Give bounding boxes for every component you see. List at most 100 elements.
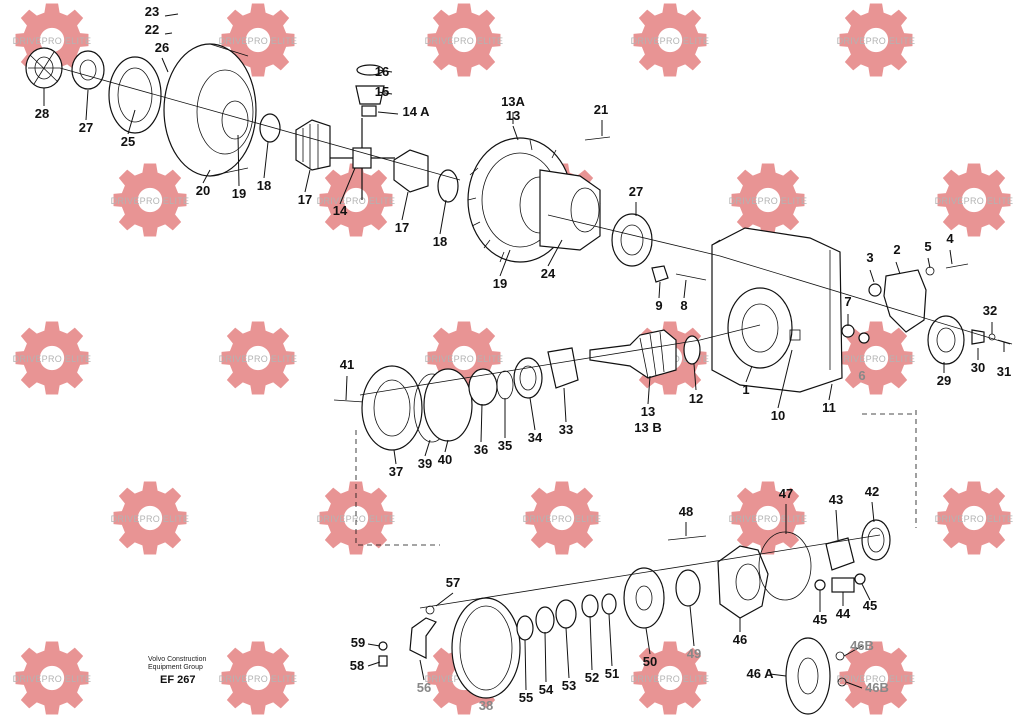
- watermark-text: DRIVEPRO ELITE: [837, 36, 916, 46]
- callout-label: 42: [865, 484, 879, 499]
- callout-label: 51: [605, 666, 619, 681]
- callout-label: 14: [333, 203, 348, 218]
- leader-line: [828, 383, 833, 401]
- leader-line: [439, 199, 447, 235]
- callout-label: 30: [971, 360, 985, 375]
- part-55-to-51-washers: [516, 593, 617, 641]
- leader-line: [845, 681, 863, 689]
- leader-line: [444, 439, 449, 453]
- watermark-text: DRIVEPRO ELITE: [111, 514, 190, 524]
- leader-line: [345, 375, 348, 401]
- part-46-cover: [717, 545, 769, 619]
- credit-text: Volvo Construction Equipment Group: [148, 656, 206, 672]
- callout-label: 45: [863, 598, 877, 613]
- watermark-text: DRIVEPRO ELITE: [219, 354, 298, 364]
- part-41-bolt: [333, 399, 365, 403]
- part-47-o-ring: [758, 531, 812, 601]
- callout-label: 27: [629, 184, 643, 199]
- watermark-text: DRIVEPRO ELITE: [111, 196, 190, 206]
- leader-line: [777, 349, 793, 409]
- callout-label: 11: [822, 400, 836, 415]
- leader-line: [927, 257, 931, 269]
- callout-label: 20: [196, 183, 210, 198]
- callout-label: 58: [350, 658, 364, 673]
- leader-line: [202, 169, 211, 184]
- leader-line: [377, 111, 399, 115]
- callout-label: 26: [155, 40, 169, 55]
- callout-label: 29: [937, 373, 951, 388]
- callout-label: 22: [145, 22, 159, 37]
- credit-line-1: Volvo Construction: [148, 656, 207, 663]
- leader-line: [565, 627, 570, 679]
- leader-line: [367, 643, 381, 647]
- callout-label: 16: [375, 64, 389, 79]
- callout-label: 34: [528, 430, 543, 445]
- drawing-number: EF 267: [160, 674, 196, 686]
- leader-line: [161, 57, 169, 73]
- callout-label: 31: [997, 364, 1011, 379]
- callout-label: 23: [145, 4, 159, 19]
- callout-label: 46B: [850, 638, 874, 653]
- callout-label: 1: [742, 382, 749, 397]
- part-13-pinion-shaft: [589, 329, 677, 379]
- leader-line: [164, 32, 173, 35]
- leader-line: [647, 375, 651, 405]
- callout-label: 55: [519, 690, 533, 705]
- watermark-text: DRIVEPRO ELITE: [317, 196, 396, 206]
- leader-line: [512, 125, 519, 141]
- part-56-57-59-58-pipe: [378, 605, 437, 667]
- watermark-text: DRIVEPRO ELITE: [729, 514, 808, 524]
- callout-label: 14 A: [403, 104, 431, 119]
- callout-label: 54: [539, 682, 554, 697]
- part-50-flange: [623, 567, 665, 629]
- leader-line: [645, 627, 651, 655]
- callout-label: 49: [687, 646, 701, 661]
- part-43-bearing: [825, 537, 855, 571]
- leader-line: [263, 141, 269, 179]
- callout-label: 57: [446, 575, 460, 590]
- watermark-text: DRIVEPRO ELITE: [729, 196, 808, 206]
- callout-label: 38: [479, 698, 493, 713]
- leader-line: [424, 439, 431, 457]
- leader-line: [689, 605, 695, 647]
- watermark-text: DRIVEPRO ELITE: [631, 674, 710, 684]
- part-12-washer: [683, 335, 701, 365]
- callout-label: 2: [893, 242, 900, 257]
- watermark-text: DRIVEPRO ELITE: [631, 36, 710, 46]
- callout-label: 17: [298, 192, 312, 207]
- part-17-bevel-gear-left: [295, 119, 331, 171]
- leader-lines: [43, 13, 1005, 691]
- watermark-text: DRIVEPRO ELITE: [935, 196, 1014, 206]
- callout-label: 6: [858, 368, 865, 383]
- part-18-washer-top: [259, 113, 281, 143]
- part-37-flange: [361, 365, 423, 451]
- part-25-gasket: [108, 56, 162, 134]
- part-16-15-pinion: [355, 64, 385, 117]
- leader-line: [304, 169, 311, 193]
- part-29-gear: [927, 315, 965, 365]
- part-44-45-sleeve: [814, 573, 866, 593]
- leader-line: [529, 397, 536, 431]
- part-27-bearing-right: [611, 213, 653, 267]
- callout-label: 12: [689, 391, 703, 406]
- watermark-text: DRIVEPRO ELITE: [13, 36, 92, 46]
- part-27-bearing-top: [71, 50, 105, 90]
- callout-label: 21: [594, 102, 608, 117]
- leader-line: [367, 661, 381, 667]
- watermark-text: DRIVEPRO ELITE: [219, 36, 298, 46]
- callout-label: 18: [257, 178, 271, 193]
- leader-line: [547, 239, 563, 267]
- leader-line: [237, 134, 240, 187]
- callout-label: 27: [79, 120, 93, 135]
- callout-label: 46: [733, 632, 747, 647]
- callout-label: 24: [541, 266, 556, 281]
- leader-line: [435, 592, 454, 607]
- part-2-bracket: [868, 263, 969, 333]
- callout-label: 33: [559, 422, 573, 437]
- leader-line: [544, 631, 547, 683]
- watermark-text: DRIVEPRO ELITE: [837, 354, 916, 364]
- part-7-6-plugs: [841, 324, 870, 344]
- callout-label: 47: [779, 486, 793, 501]
- leader-line: [769, 673, 787, 677]
